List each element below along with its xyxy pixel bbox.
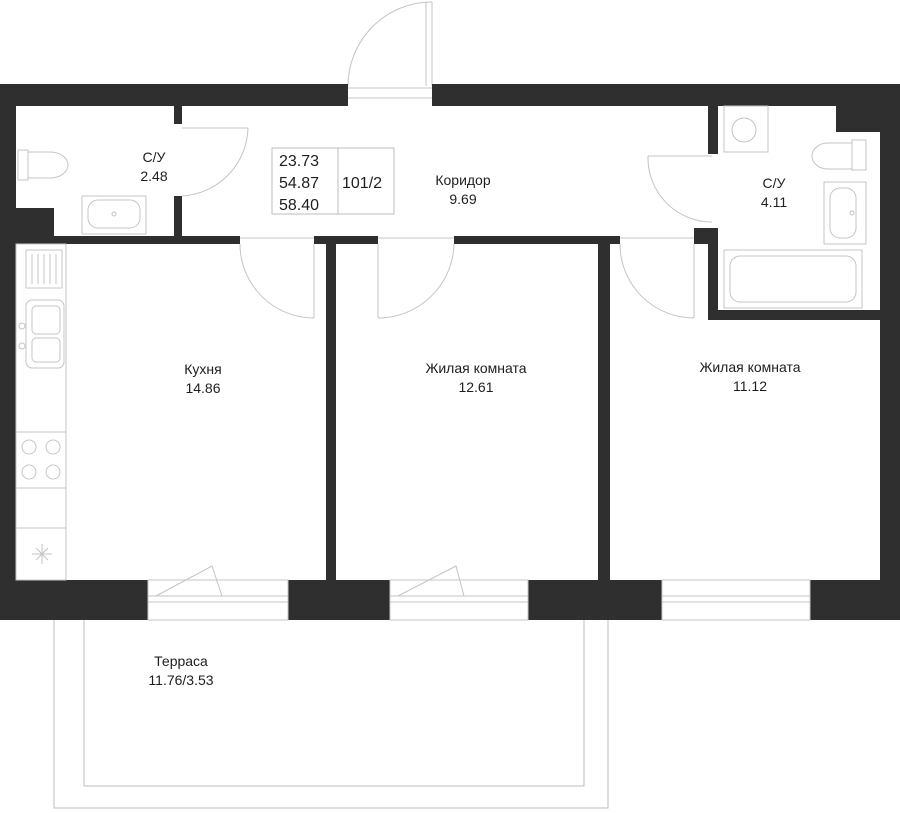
wc2-fixtures	[723, 105, 867, 309]
wc1-area: 2.48	[140, 168, 167, 184]
wc2-area: 4.11	[761, 194, 787, 210]
terrace-area: 11.76/3.53	[148, 672, 213, 688]
wc1-fixtures	[17, 149, 147, 235]
area-with-terrace: 58.40	[279, 197, 319, 214]
corridor-name: Коридор	[435, 172, 491, 188]
wc2-name: С/У	[763, 175, 786, 191]
interior-doors	[181, 127, 713, 319]
apartment-summary: 23.73 54.87 58.40 101/2	[271, 147, 395, 215]
entrance-door	[347, 1, 433, 99]
apartment-number: 101/2	[342, 175, 382, 192]
room-labels: С/У 2.48 Коридор 9.69 С/У 4.11 Кухня 14.…	[140, 149, 800, 688]
windows	[147, 565, 811, 621]
living2-name: Жилая комната	[699, 359, 800, 375]
corridor-area: 9.69	[449, 191, 476, 207]
wc1-name: С/У	[143, 149, 166, 165]
living1-name: Жилая комната	[425, 360, 526, 376]
terrace-name: Терраса	[154, 653, 208, 669]
living2-area: 11.12	[733, 378, 767, 394]
area-total: 54.87	[279, 175, 319, 192]
kitchen-area: 14.86	[185, 380, 220, 396]
area-living: 23.73	[279, 153, 319, 170]
walls	[0, 84, 900, 620]
living1-area: 12.61	[458, 379, 493, 395]
terrace-outline	[53, 620, 609, 809]
kitchen-name: Кухня	[184, 361, 221, 377]
kitchen-fixtures	[15, 243, 67, 581]
